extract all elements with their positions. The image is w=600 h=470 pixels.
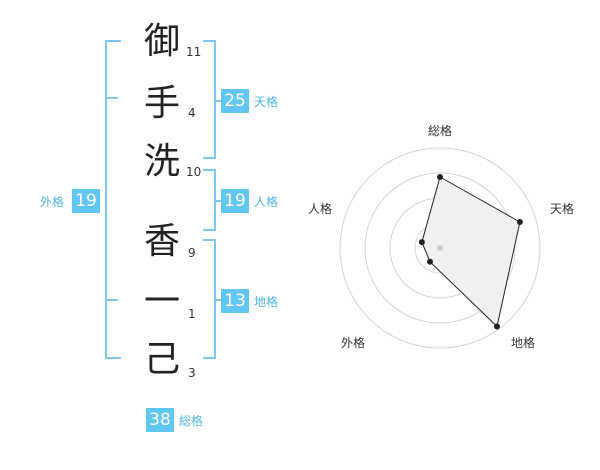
name-char-1: 御	[143, 21, 180, 62]
radar-ring	[364, 172, 516, 324]
stroke-count-3: 10	[186, 165, 202, 179]
radar-label-chikaku: 地格	[511, 336, 536, 350]
name-char-2: 手	[143, 83, 180, 124]
radar-point-1	[437, 174, 443, 180]
gaikaku-value-badge: 19	[72, 189, 100, 213]
stroke-count-5: 1	[188, 307, 196, 321]
soukaku-label: 総格	[179, 414, 204, 428]
radar-point-5	[418, 239, 425, 246]
stroke-count-1: 11	[186, 45, 202, 59]
radar-ring	[339, 147, 541, 349]
jinkaku-label: 人格	[254, 195, 279, 209]
name-char-5: 一	[143, 281, 180, 322]
stroke-count-6: 3	[188, 366, 196, 380]
name-char-4: 香	[143, 221, 180, 262]
gaikaku-label: 外格	[40, 195, 65, 209]
chikaku-label: 地格	[254, 295, 279, 309]
chikaku-value-badge: 13	[221, 289, 249, 313]
radar-data-polygon	[421, 176, 521, 328]
stroke-count-2: 4	[188, 106, 196, 120]
radar-point-2	[516, 219, 523, 225]
radar-point-4	[427, 258, 433, 265]
tenkaku-bracket	[203, 40, 216, 159]
name-char-3: 洗	[143, 141, 180, 182]
radar-point-3	[494, 323, 500, 330]
soukaku-value-badge: 38	[146, 408, 174, 432]
gaikaku-bracket	[105, 40, 121, 359]
radar-label-soukaku: 総格	[428, 124, 453, 138]
radar-center-dot	[437, 245, 443, 251]
radar-label-gaikaku: 外格	[341, 336, 366, 350]
stroke-count-4: 9	[188, 246, 196, 260]
tenkaku-label: 天格	[254, 95, 279, 109]
tenkaku-value-badge: 25	[221, 89, 249, 113]
name-char-6: 己	[143, 339, 180, 380]
jinkaku-value-badge: 19	[221, 189, 249, 213]
radar-label-tenkaku: 天格	[550, 202, 575, 216]
radar-label-jinkaku: 人格	[308, 202, 333, 216]
